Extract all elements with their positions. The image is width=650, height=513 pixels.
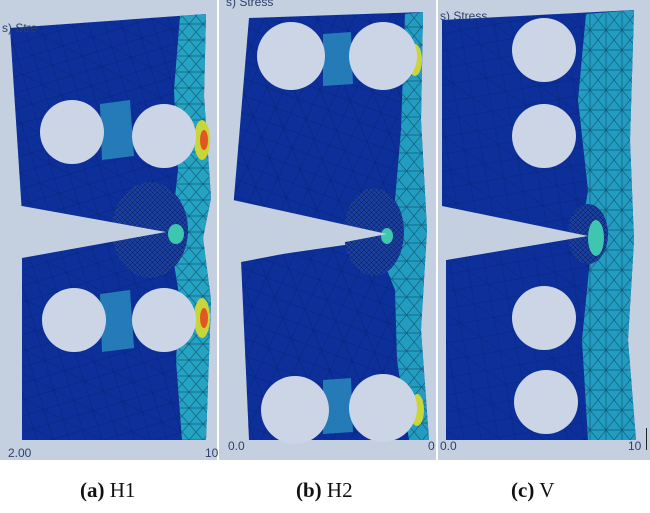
caption-c-name: V [539, 478, 555, 502]
hole [349, 22, 417, 90]
crack-notch [0, 206, 166, 258]
stress-plot-h1 [0, 0, 217, 460]
hole [349, 374, 417, 442]
axis-tick [646, 428, 647, 450]
axis-label-b-left: 0.0 [228, 439, 245, 453]
panel-b-h2 [219, 0, 436, 460]
hole [261, 376, 329, 444]
axis-label-b-right: 0 [428, 439, 435, 453]
axis-label-c-right: 10 [628, 439, 642, 453]
hole [512, 286, 576, 350]
panel-c-v [438, 0, 650, 460]
caption-c: (c) V [511, 478, 554, 503]
axis-label-c-left: 0.0 [440, 439, 457, 453]
hole [132, 288, 196, 352]
caption-a-name: H1 [109, 478, 136, 502]
caption-c-letter: (c) [511, 478, 535, 502]
hole [257, 22, 325, 90]
crack-notch [438, 206, 588, 260]
panel-a-h1 [0, 0, 217, 460]
header-fragment-a: s) Stre [2, 21, 38, 35]
stress-plot-v [438, 0, 650, 460]
caption-b: (b) H2 [296, 478, 353, 503]
caption-b-letter: (b) [296, 478, 322, 502]
axis-label-a-right: 10 [205, 446, 219, 460]
axis-label-a-left: 2.00 [8, 446, 32, 460]
hole [42, 288, 106, 352]
hole [514, 370, 578, 434]
header-fragment-c: s) Stress [440, 9, 488, 23]
hole [512, 18, 576, 82]
hole [132, 104, 196, 168]
crack-notch [219, 200, 387, 262]
header-fragment-b: s) Stress [226, 0, 274, 9]
hole [40, 100, 104, 164]
hole [512, 104, 576, 168]
caption-a-letter: (a) [80, 478, 105, 502]
caption-b-name: H2 [326, 478, 353, 502]
stress-plot-h2 [219, 0, 436, 460]
caption-a: (a) H1 [80, 478, 135, 503]
